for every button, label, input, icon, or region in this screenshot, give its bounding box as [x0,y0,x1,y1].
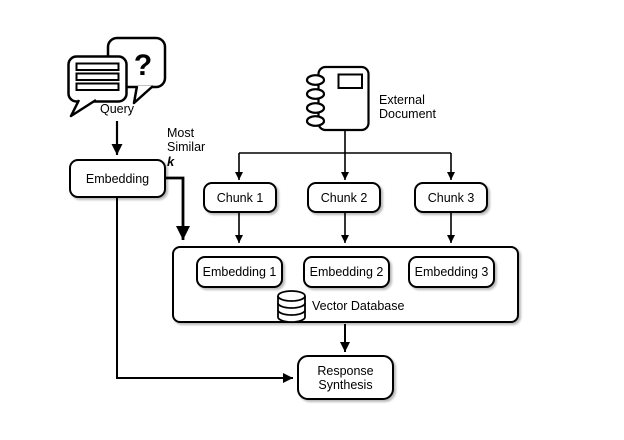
notebook-body [317,65,370,132]
external-document-line1: External [379,93,425,107]
notebook-ring-2 [305,88,326,100]
response-line1: Response [317,363,374,378]
text-line-2 [75,72,120,81]
notebook-ring-3 [305,102,326,114]
most-similar-line2: Similar [167,139,206,154]
text-line-1 [75,62,120,71]
question-bubble [106,36,167,89]
node-response-synthesis-label: Response Synthesis [317,364,373,392]
most-similar-label: Most Similar k [167,126,206,169]
external-document-label: External Document [379,93,436,121]
external-document-line2: Document [379,107,436,121]
node-embedding-2-label: Embedding 2 [309,265,384,279]
node-embedding-2: Embedding 2 [303,256,390,288]
question-bubble-tail [132,85,154,105]
notebook-ring-1 [305,74,326,86]
node-chunk-1-label: Chunk 1 [216,190,264,205]
question-mark-glyph: ? [134,49,152,82]
line-document-branch [239,130,451,154]
most-similar-line1: Most [167,126,195,140]
node-chunk-2-label: Chunk 2 [320,190,368,205]
node-embedding: Embedding [69,159,166,198]
node-chunk-3: Chunk 3 [414,182,488,213]
most-similar-k: k [167,154,175,169]
text-bubble [67,55,128,103]
node-chunk-1: Chunk 1 [203,182,277,213]
node-embedding-1-label: Embedding 1 [202,265,277,279]
node-embedding-label: Embedding [85,171,150,186]
notebook-label-rect [337,73,363,89]
node-chunk-3-label: Chunk 3 [427,190,475,205]
external-document-icon [305,65,370,132]
response-line2: Synthesis [318,377,373,392]
node-embedding-3-label: Embedding 3 [414,265,489,279]
notebook-ring-4 [305,115,326,127]
text-line-3 [75,82,120,91]
arrow-embedding-to-vector-database [165,176,190,240]
vector-database-label: Vector Database [312,299,405,313]
node-response-synthesis: Response Synthesis [297,355,394,400]
query-label: Query [99,102,135,116]
node-embedding-1: Embedding 1 [196,256,283,288]
node-embedding-3: Embedding 3 [408,256,495,288]
node-chunk-2: Chunk 2 [307,182,381,213]
